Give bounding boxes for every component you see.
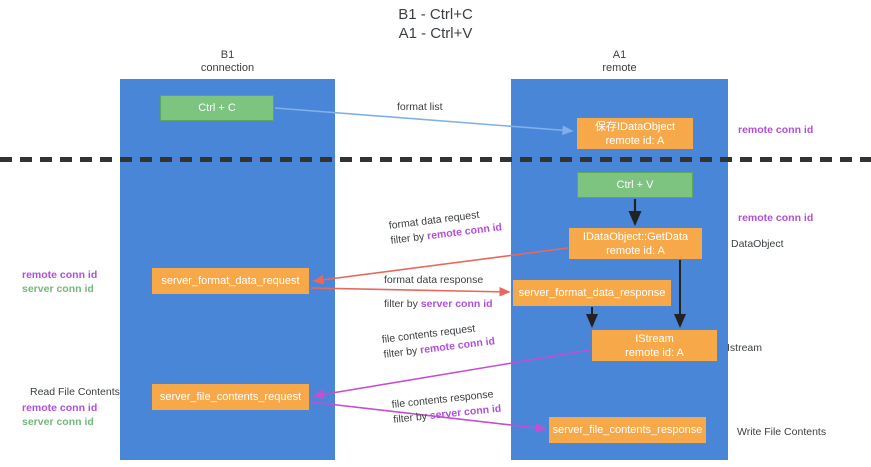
diagram-title: B1 - Ctrl+C A1 - Ctrl+V <box>0 5 871 43</box>
label-istream: Istream <box>727 342 763 354</box>
node-server-format-data-request-label: server_format_data_request <box>161 275 300 287</box>
arrow-file-contents-response <box>310 401 547 433</box>
label-group-conn-ids-bottom: remote conn id server conn id <box>22 401 97 429</box>
node-idataobject-label: 保存IDataObject <box>594 120 676 133</box>
column-a1-name: A1 <box>612 49 627 61</box>
node-istream-label: IStream <box>635 332 674 345</box>
label-dataobject: DataObject <box>731 238 784 250</box>
label-remote-conn-id-left: remote conn id <box>22 269 98 281</box>
caption-format-data-response-text: format data response <box>384 274 484 286</box>
arrow-format-list <box>274 107 574 136</box>
node-istream-sub: remote id: A <box>625 346 684 359</box>
caption-format-data-response: format data response filter by server co… <box>384 273 493 312</box>
node-server-format-data-response-label: server_format_data_response <box>518 287 666 299</box>
label-server-conn-id-left: server conn id <box>22 283 94 295</box>
node-server-file-contents-response-label: server_file_contents_response <box>552 424 703 436</box>
caption-format-data-response-filter: filter by server conn id <box>384 297 493 312</box>
title-line-2: A1 - Ctrl+V <box>398 25 473 42</box>
column-header-b1: B1 connection <box>120 49 335 75</box>
node-ctrl-c[interactable]: Ctrl + C <box>160 95 274 121</box>
label-server-conn-id-left-2: server conn id <box>22 416 94 428</box>
arrow-file-contents-request <box>312 349 591 400</box>
label-remote-conn-id-left-2: remote conn id <box>22 402 98 414</box>
label-remote-conn-id-top: remote conn id <box>738 124 814 136</box>
node-ctrl-c-label: Ctrl + C <box>198 102 236 114</box>
title-line-1: B1 - Ctrl+C <box>398 6 473 23</box>
phase-divider <box>0 157 871 162</box>
column-a1-role: remote <box>602 62 637 74</box>
label-write-file-contents: Write File Contents <box>737 426 827 438</box>
node-getdata-sub: remote id: A <box>606 244 665 257</box>
label-read-file-contents: Read File Contents <box>30 386 120 398</box>
node-idataobject[interactable]: 保存IDataObject remote id: A <box>577 118 693 149</box>
node-server-format-data-response[interactable]: server_format_data_response <box>513 280 671 306</box>
filter-id-server: server conn id <box>420 298 493 310</box>
label-group-conn-ids-top: remote conn id server conn id <box>22 268 97 296</box>
arrow-format-data-request <box>312 247 569 285</box>
arrow-format-data-response <box>310 287 511 297</box>
node-server-format-data-request[interactable]: server_format_data_request <box>152 268 309 294</box>
node-server-file-contents-request-label: server_file_contents_request <box>159 391 302 403</box>
filter-prefix: filter by <box>384 298 421 310</box>
node-getdata-label: IDataObject::GetData <box>582 230 689 243</box>
node-istream[interactable]: IStream remote id: A <box>592 330 717 361</box>
caption-format-list-text: format list <box>397 101 443 113</box>
caption-format-list: format list <box>397 100 443 115</box>
node-ctrl-v-label: Ctrl + V <box>616 179 654 191</box>
node-server-file-contents-response[interactable]: server_file_contents_response <box>549 417 706 443</box>
filter-prefix: filter by <box>392 410 431 426</box>
node-idataobject-sub: remote id: A <box>605 134 665 147</box>
node-getdata[interactable]: IDataObject::GetData remote id: A <box>569 228 702 259</box>
node-server-file-contents-request[interactable]: server_file_contents_request <box>152 384 309 410</box>
label-remote-conn-id-mid: remote conn id <box>738 212 814 224</box>
column-b1-role: connection <box>200 62 255 74</box>
node-ctrl-v[interactable]: Ctrl + V <box>577 172 693 198</box>
filter-prefix: filter by <box>389 230 428 247</box>
column-b1-name: B1 <box>220 49 235 61</box>
filter-prefix: filter by <box>382 344 421 361</box>
column-header-a1: A1 remote <box>511 49 728 75</box>
